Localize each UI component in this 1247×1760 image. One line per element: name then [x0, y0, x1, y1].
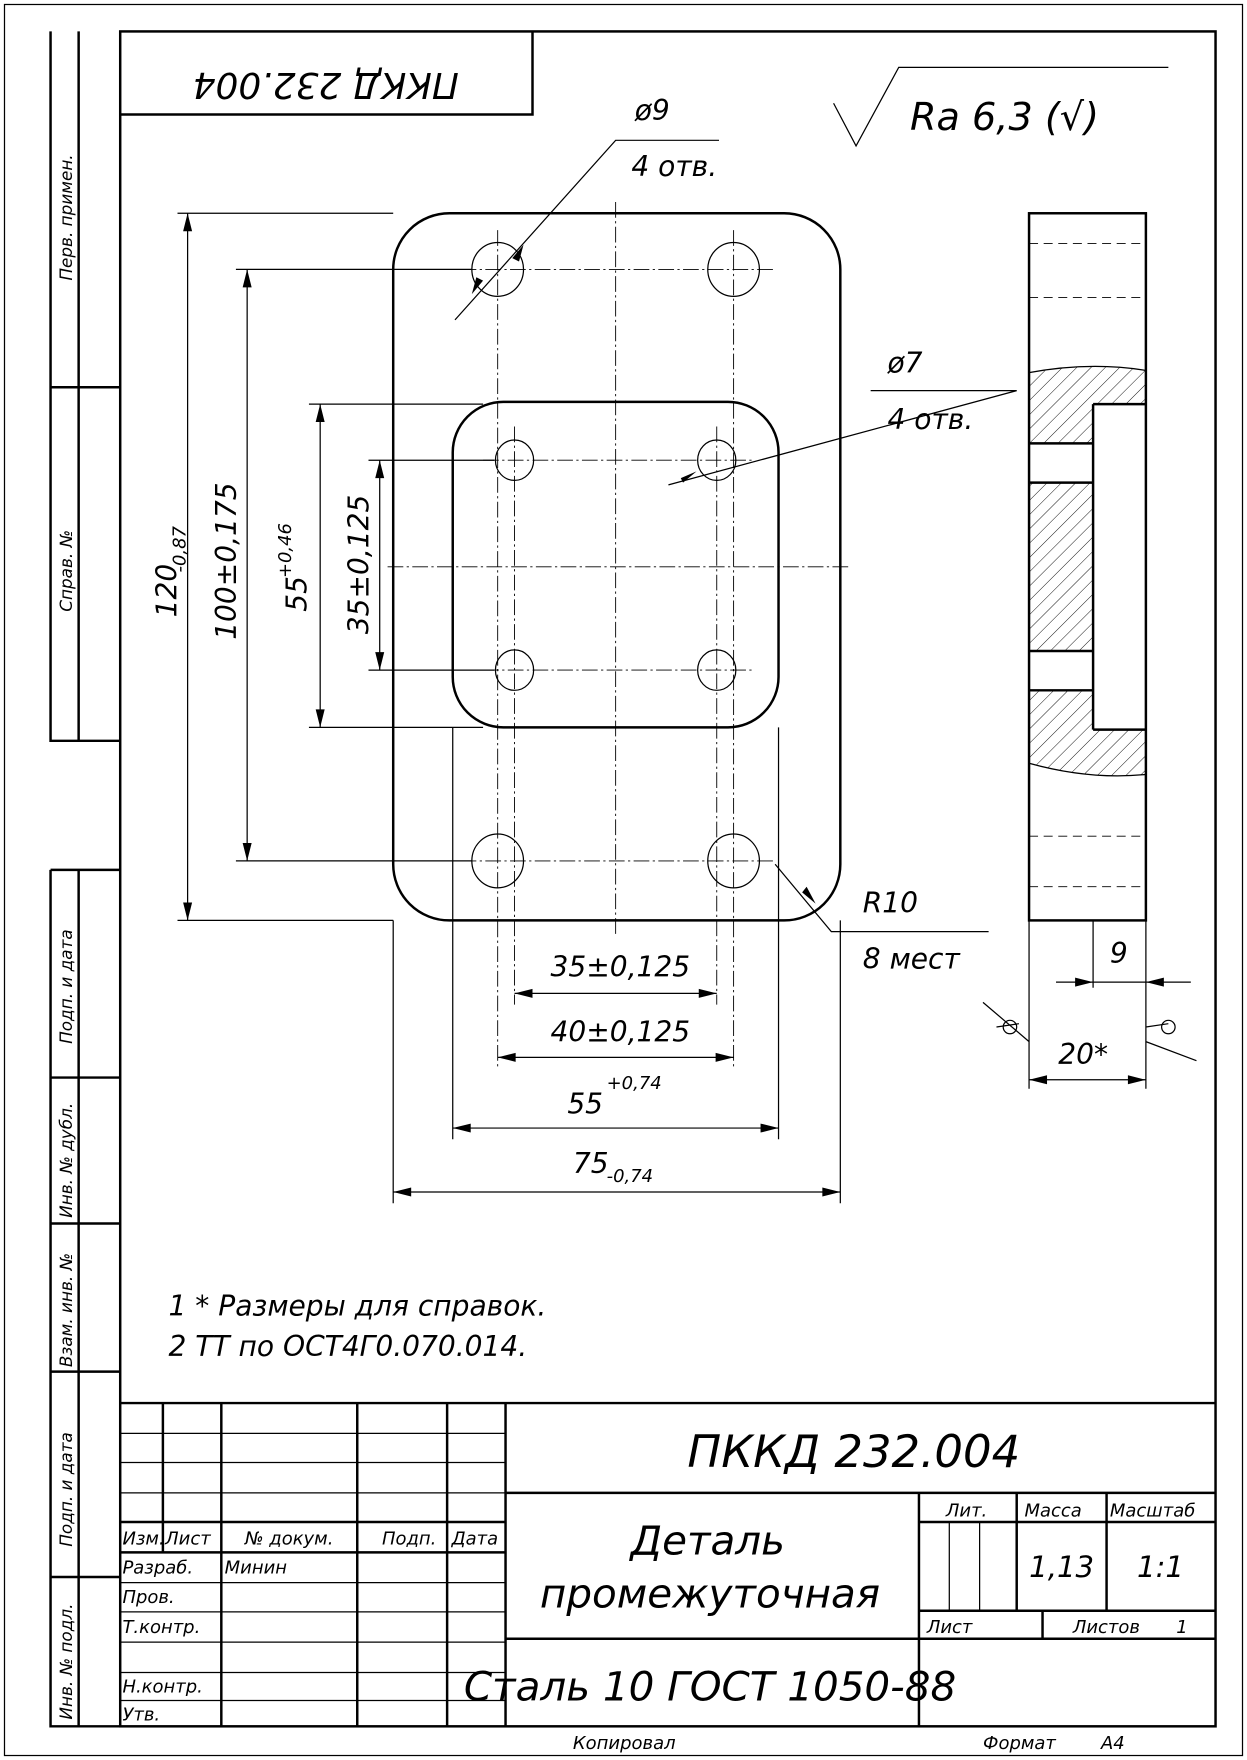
dimension-texts: ø9 4 отв. ø7 4 отв. R10 8 мест 120-0,87 …: [150, 94, 1127, 1187]
mass-label: Масса: [1025, 1500, 1082, 1521]
side-label: Инв. № подл.: [56, 1604, 76, 1720]
lit-label: Лит.: [945, 1500, 987, 1521]
frame: [3, 3, 1244, 1757]
material: Сталь 10 ГОСТ 1050-88: [464, 1663, 956, 1711]
dim-9: 9: [1110, 937, 1128, 970]
copied-label: Копировал: [573, 1733, 676, 1754]
radius-label: R10: [863, 887, 918, 920]
side-label: Взам. инв. №: [56, 1253, 76, 1367]
title-block-texts: ПККД 232.004 Деталь промежуточная Сталь …: [122, 1425, 1195, 1726]
dim-75-tol: -0,74: [607, 1166, 653, 1187]
part-name-line1: Деталь: [629, 1517, 785, 1565]
role: Утв.: [122, 1705, 160, 1726]
hole7-label: ø7: [887, 347, 923, 380]
dim-120: 120: [150, 564, 183, 618]
dim-35-horizontal: 35±0,125: [550, 951, 690, 984]
dim-100: 100±0,175: [210, 482, 243, 639]
dim-20: 20*: [1058, 1038, 1108, 1071]
note-1: 1 * Размеры для справок.: [169, 1290, 547, 1323]
side-label: Перв. примен.: [56, 154, 76, 280]
front-view: [387, 202, 849, 1067]
hole9-label: ø9: [634, 94, 670, 127]
side-label: Инв. № дубл.: [56, 1103, 76, 1218]
role: Разраб.: [122, 1558, 193, 1579]
dim-35-vertical: 35±0,125: [342, 495, 375, 635]
dim-120-tol: -0,87: [169, 525, 190, 572]
roughness-symbol: [833, 66, 1169, 148]
side-label: Справ. №: [56, 530, 76, 612]
stamp-box: [120, 31, 534, 116]
col-header: № докум.: [244, 1528, 334, 1549]
format-label: Формат: [983, 1733, 1056, 1754]
developer-name: Минин: [225, 1558, 288, 1579]
dim-55-horizontal: 55: [567, 1087, 603, 1120]
radius-count: 8 мест: [863, 943, 962, 976]
scale-label: Масштаб: [1110, 1500, 1195, 1521]
format-value: A4: [1100, 1733, 1125, 1754]
note-2: 2 ТТ по ОСТ4Г0.070.014.: [169, 1330, 528, 1363]
dim-55-vertical-tol: +0,46: [275, 523, 296, 578]
designation: ПККД 232.004: [687, 1425, 1020, 1478]
side-view: [982, 212, 1197, 1089]
dim-75: 75: [573, 1147, 609, 1180]
title-block: [120, 1401, 1216, 1727]
side-column-labels: Перв. примен. Справ. № Подп. и дата Инв.…: [56, 154, 76, 1719]
dim-55-horizontal-tol: +0,74: [607, 1073, 662, 1094]
col-header: Изм.: [122, 1528, 164, 1549]
dim-40-horizontal: 40±0,125: [550, 1016, 690, 1049]
side-label: Подп. и дата: [56, 929, 76, 1044]
role: Пров.: [122, 1587, 174, 1608]
scale-value: 1:1: [1137, 1550, 1184, 1584]
sheets-count: 1: [1176, 1617, 1187, 1638]
side-label: Подп. и дата: [56, 1432, 76, 1547]
footer: Копировал Формат A4: [573, 1733, 1125, 1754]
dimension-lines: [177, 139, 1017, 1204]
roughness-text: Ra 6,3 (√): [910, 96, 1099, 140]
part-name-line2: промежуточная: [540, 1569, 880, 1617]
hole9-count: 4 отв.: [631, 150, 717, 183]
stamp-designation: ПККД 232.004: [193, 64, 459, 105]
sheets-label: Листов: [1072, 1617, 1140, 1638]
col-header: Подп.: [382, 1528, 436, 1549]
role: Н.контр.: [122, 1677, 202, 1698]
hole7-count: 4 отв.: [888, 403, 974, 436]
col-header: Дата: [451, 1528, 499, 1549]
sheet-label: Лист: [926, 1617, 973, 1638]
col-header: Лист: [164, 1528, 211, 1549]
dim-55-vertical: 55: [281, 576, 314, 612]
role: Т.контр.: [122, 1617, 200, 1638]
mass-value: 1,13: [1029, 1550, 1094, 1584]
